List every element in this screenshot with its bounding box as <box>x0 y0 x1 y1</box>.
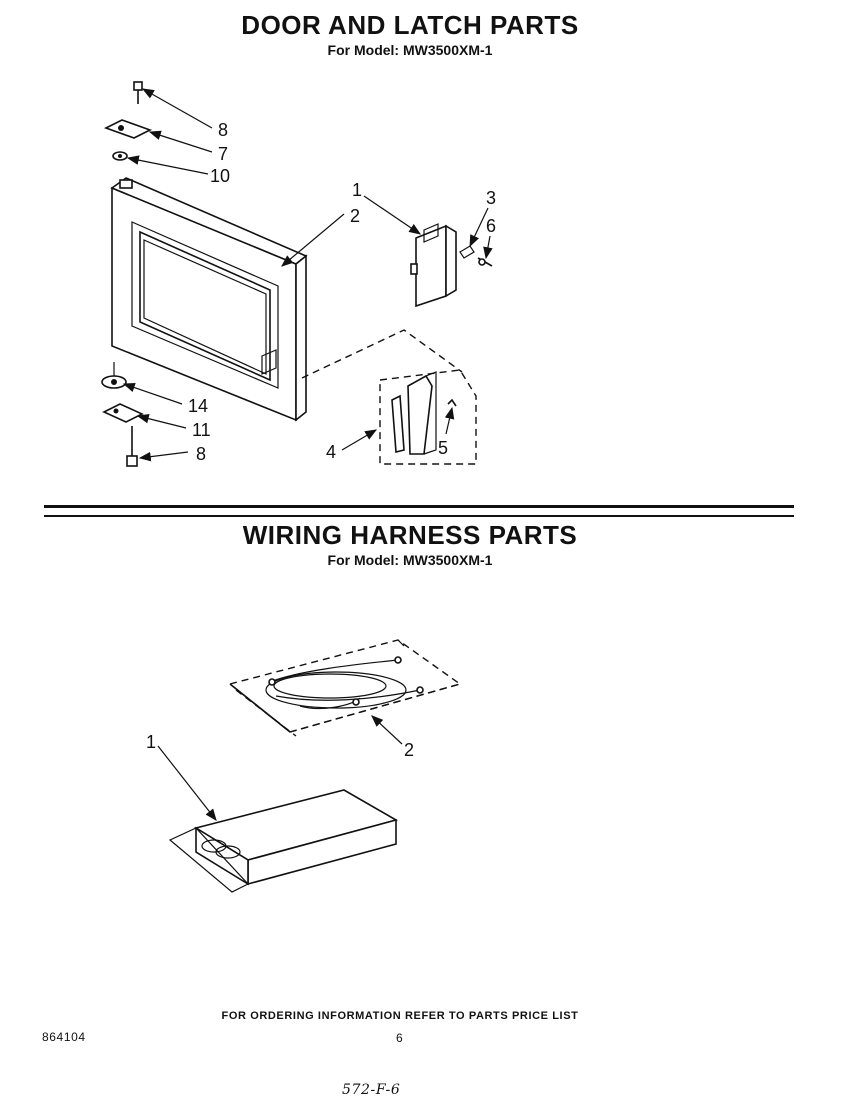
wiring-box <box>168 789 399 893</box>
wiring-harness-package <box>228 639 462 737</box>
interlock-switch-assembly <box>410 223 475 308</box>
ordering-note: FOR ORDERING INFORMATION REFER TO PARTS … <box>221 1010 579 1022</box>
door-leader-lines <box>122 88 493 462</box>
callout-2-harness: 2 <box>404 740 414 760</box>
callout-11: 11 <box>192 420 211 440</box>
callout-5: 5 <box>438 438 448 458</box>
latch-spring <box>447 398 457 407</box>
callout-3: 3 <box>486 188 496 208</box>
switch-screw <box>477 257 493 267</box>
wiring-harness <box>265 656 424 709</box>
door-hinge-bracket-bottom <box>102 403 144 423</box>
section-divider-thin <box>44 515 794 517</box>
wiring-section-title: WIRING HARNESS PARTS <box>242 520 578 550</box>
handwritten-note: 572-F-6 <box>342 1082 401 1098</box>
document-number: 864104 <box>42 1030 86 1044</box>
page-number: 6 <box>396 1031 404 1045</box>
callout-8-bottom: 8 <box>196 444 206 464</box>
door-hinge-screw-bottom <box>126 426 138 467</box>
section-divider-thick <box>44 505 794 508</box>
door-hinge-bracket-top <box>103 119 153 139</box>
callout-14: 14 <box>188 396 208 416</box>
door-hinge-washer-bottom <box>101 362 127 389</box>
door-hinge-washer-top <box>112 151 128 161</box>
callout-7: 7 <box>218 144 228 164</box>
door-callouts: 8 7 10 1 2 3 6 14 11 8 4 5 <box>188 120 496 464</box>
wiring-callouts: 2 1 <box>146 732 414 760</box>
callout-4: 4 <box>326 442 336 462</box>
latch-kit-outline <box>301 329 477 465</box>
door-hinge-screw-top <box>133 81 143 104</box>
door-assembly <box>110 177 308 422</box>
door-latch <box>391 371 437 455</box>
wiring-section-model: For Model: MW3500XM-1 <box>327 552 493 568</box>
callout-1-switch: 1 <box>352 180 362 200</box>
door-section-model: For Model: MW3500XM-1 <box>327 42 493 58</box>
door-section-title: DOOR AND LATCH PARTS <box>241 10 579 40</box>
callout-1-box: 1 <box>146 732 156 752</box>
callout-2-door: 2 <box>350 206 360 226</box>
wiring-leader-lines <box>157 715 403 821</box>
callout-8-top: 8 <box>218 120 228 140</box>
callout-6: 6 <box>486 216 496 236</box>
callout-10: 10 <box>210 166 230 186</box>
